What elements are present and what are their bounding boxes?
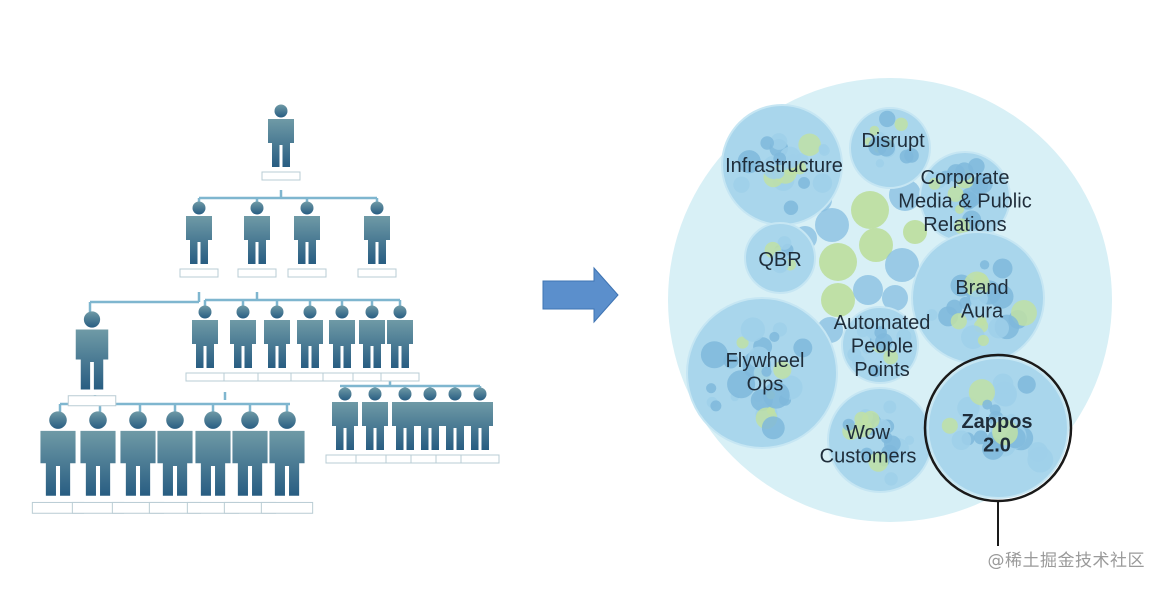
person-icon (186, 411, 240, 514)
person-icon (352, 305, 392, 382)
nameplate-icon (223, 372, 263, 382)
person-icon (460, 387, 500, 464)
transition-arrow (542, 266, 619, 324)
nameplate-icon (185, 372, 225, 382)
person-icon (179, 201, 219, 278)
person-icon (435, 387, 475, 464)
person-icon (237, 201, 277, 278)
person-icon (148, 411, 202, 514)
person-icon (380, 305, 420, 382)
right-arrow-icon (542, 266, 619, 324)
person-icon (410, 387, 450, 464)
nameplate-icon (260, 501, 314, 514)
person-icon (385, 387, 425, 464)
nameplate-icon (237, 268, 277, 278)
person-icon (67, 311, 117, 407)
person-icon (111, 411, 165, 514)
person-icon (31, 411, 85, 514)
person-icon (261, 104, 301, 181)
team-label-qbr: QBR (758, 249, 801, 271)
person-icon (223, 411, 277, 514)
person-icon (71, 411, 125, 514)
person-icon (260, 411, 314, 514)
person-icon (185, 305, 225, 382)
watermark-text: @稀土掘金技术社区 (987, 551, 1145, 571)
nameplate-icon (460, 454, 500, 464)
nameplate-icon (261, 171, 301, 181)
team-circle-qbr[interactable]: QBR (744, 222, 816, 294)
person-icon (322, 305, 362, 382)
person-icon (357, 201, 397, 278)
person-icon (223, 305, 263, 382)
org-hierarchy-chart (31, 104, 500, 514)
team-circle-disrupt[interactable]: Disrupt (849, 107, 931, 189)
nameplate-icon (179, 268, 219, 278)
person-icon (257, 305, 297, 382)
team-label-disrupt: Disrupt (861, 130, 925, 152)
nameplate-icon (67, 395, 117, 407)
person-icon (290, 305, 330, 382)
person-icon (325, 387, 365, 464)
nameplate-icon (287, 268, 327, 278)
team-circle-infrastructure[interactable]: Infrastructure (721, 104, 843, 226)
nameplate-icon (380, 372, 420, 382)
nameplate-icon (257, 372, 297, 382)
person-icon (355, 387, 395, 464)
person-icon (287, 201, 327, 278)
nameplate-icon (357, 268, 397, 278)
team-label-infrastructure: Infrastructure (725, 155, 843, 177)
people (31, 104, 500, 514)
